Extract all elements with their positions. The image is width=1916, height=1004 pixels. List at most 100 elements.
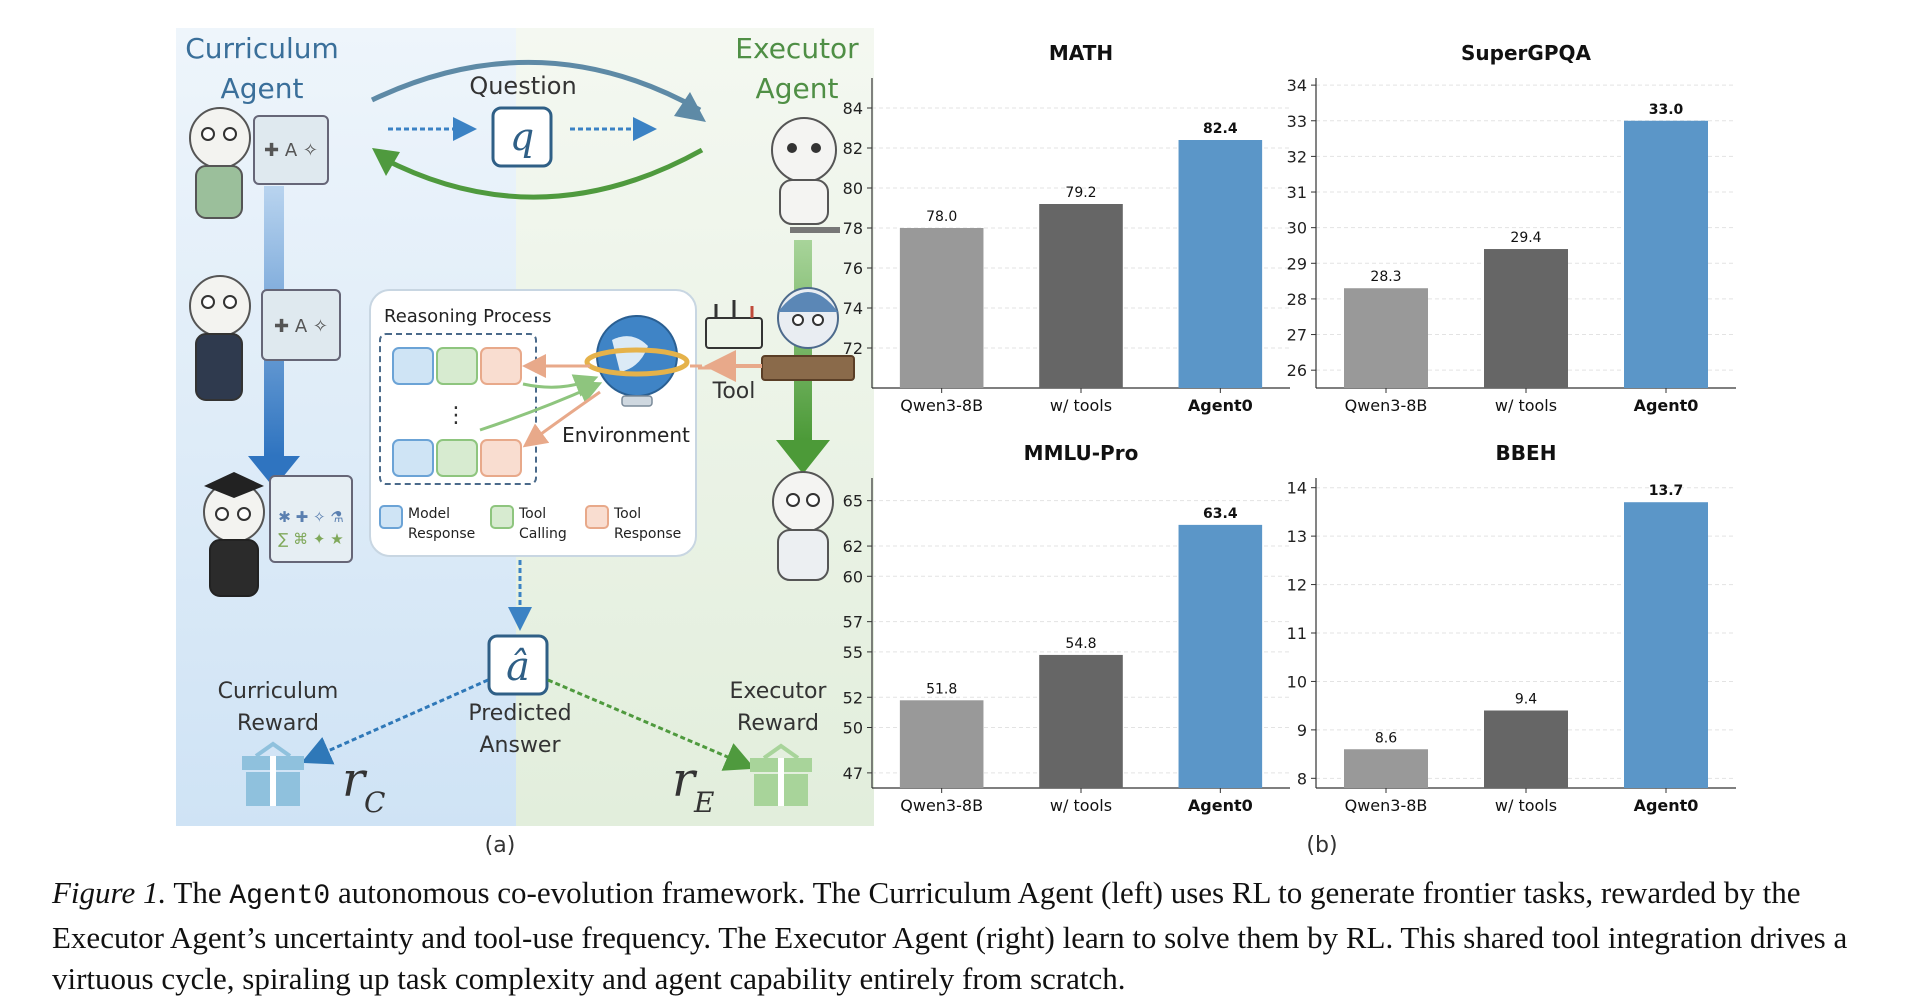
reasoning-legend: Model Response Tool Calling Tool Respons… <box>379 505 681 542</box>
curriculum-agent-title-line2: Agent <box>221 72 304 105</box>
x-tick-label: Qwen3-8B <box>1345 396 1428 415</box>
environment-label: Environment <box>562 423 690 447</box>
y-tick-label: 74 <box>843 299 863 318</box>
y-tick-label: 60 <box>843 567 863 586</box>
y-tick-label: 14 <box>1287 479 1307 498</box>
x-tick-label: w/ tools <box>1495 396 1557 415</box>
curriculum-bear-professor: ✱ ✚ ✧ ⚗ ∑ ⌘ ✦ ★ <box>203 472 353 597</box>
bar <box>899 700 984 788</box>
y-tick-label: 55 <box>843 643 863 662</box>
x-tick-label: w/ tools <box>1050 796 1112 815</box>
globe-icon <box>584 315 690 407</box>
bar-value-label: 33.0 <box>1649 102 1684 118</box>
executor-bear-mid <box>761 287 855 381</box>
y-tick-label: 32 <box>1287 147 1307 166</box>
bar <box>1178 524 1263 788</box>
caption-code: Agent0 <box>229 881 331 912</box>
y-tick-label: 10 <box>1287 672 1307 691</box>
bar-value-label: 79.2 <box>1065 185 1096 201</box>
chart-supergpqa: SuperGPQA26272829303132333428.3Qwen3-8B2… <box>1287 41 1736 415</box>
question-arc-top-head <box>674 92 706 122</box>
svg-text:∑ ⌘ ✦ ★: ∑ ⌘ ✦ ★ <box>278 530 343 548</box>
curriculum-reward-label: Curriculum <box>218 679 339 704</box>
y-tick-label: 33 <box>1287 112 1307 131</box>
bar-value-label: 28.3 <box>1370 269 1401 285</box>
y-tick-label: 78 <box>843 219 863 238</box>
bar <box>899 228 984 388</box>
executor-bear-astronaut <box>772 471 834 581</box>
y-tick-label: 57 <box>843 613 863 632</box>
reward-arrow-executor <box>547 678 756 771</box>
y-tick-label: 9 <box>1297 721 1307 740</box>
bar <box>1484 249 1568 388</box>
bar <box>1624 120 1708 389</box>
executor-gift-icon <box>750 743 812 806</box>
question-box <box>491 106 553 168</box>
executor-agent-title: Executor <box>735 32 859 65</box>
env-arrow-response-bottom <box>522 390 601 448</box>
svg-text:⋮: ⋮ <box>445 403 467 428</box>
y-tick-label: 26 <box>1287 361 1307 380</box>
bar <box>1624 502 1708 788</box>
y-tick-label: 76 <box>843 259 863 278</box>
svg-text:Response: Response <box>408 526 475 542</box>
reward-arrow-curriculum <box>301 678 489 765</box>
predicted-answer-label: Predicted <box>468 701 571 726</box>
curriculum-progress-arrowhead <box>248 456 300 488</box>
question-label: Question <box>469 72 576 100</box>
y-tick-label: 47 <box>843 764 863 783</box>
bar <box>1039 654 1123 788</box>
svg-text:Model: Model <box>408 506 450 522</box>
svg-text:Calling: Calling <box>519 526 567 542</box>
executor-reward-label: Executor <box>730 679 828 704</box>
question-arc-bottom-head <box>372 148 400 176</box>
question-symbol: q <box>510 115 534 159</box>
y-tick-label: 72 <box>843 339 863 358</box>
curriculum-bear-teacher: ✚ A ✧ <box>189 275 341 401</box>
y-tick-label: 52 <box>843 688 863 707</box>
x-tick-label: w/ tools <box>1050 396 1112 415</box>
figure-caption: Figure 1. The Agent0 autonomous co-evolu… <box>52 872 1882 999</box>
svg-text:Tool: Tool <box>518 506 546 522</box>
x-tick-label: Qwen3-8B <box>1345 796 1428 815</box>
curriculum-bear-student: ✚ A ✧ <box>189 107 329 219</box>
bar <box>1344 288 1428 388</box>
bar-value-label: 51.8 <box>926 681 957 697</box>
predicted-answer-label-line2: Answer <box>479 733 561 758</box>
y-tick-label: 27 <box>1287 326 1307 345</box>
svg-text:Response: Response <box>614 526 681 542</box>
y-tick-label: 8 <box>1297 769 1307 788</box>
svg-text:Tool: Tool <box>613 506 641 522</box>
svg-text:✚ A ✧: ✚ A ✧ <box>274 316 328 337</box>
x-tick-label: Agent0 <box>1188 396 1253 415</box>
bar-value-label: 78.0 <box>926 209 957 225</box>
bar-value-label: 54.8 <box>1065 636 1096 652</box>
chart-mmlu-pro: MMLU-Pro475052555760626551.8Qwen3-8B54.8… <box>843 441 1290 815</box>
panel-a-label: (a) <box>485 833 516 858</box>
bar <box>1039 204 1123 388</box>
question-arc-top <box>370 59 702 113</box>
x-tick-label: w/ tools <box>1495 796 1557 815</box>
y-tick-label: 80 <box>843 179 863 198</box>
tool-label: Tool <box>712 379 756 404</box>
y-tick-label: 84 <box>843 99 863 118</box>
bar <box>1344 749 1428 788</box>
r-c-symbol: r <box>342 752 368 808</box>
reasoning-title: Reasoning Process <box>384 306 551 327</box>
y-tick-label: 31 <box>1287 183 1307 202</box>
executor-progress-arrowhead <box>776 440 830 474</box>
y-tick-label: 28 <box>1287 290 1307 309</box>
y-tick-label: 12 <box>1287 576 1307 595</box>
chart-title: MMLU-Pro <box>1024 441 1139 465</box>
bar-value-label: 13.7 <box>1649 483 1684 499</box>
y-tick-label: 62 <box>843 537 863 556</box>
curriculum-agent-title: Curriculum <box>185 32 339 65</box>
panel-b-label: (b) <box>1306 833 1337 858</box>
x-tick-label: Qwen3-8B <box>900 396 983 415</box>
bar-value-label: 29.4 <box>1510 230 1541 246</box>
executor-bear-top <box>771 117 837 225</box>
svg-text:✚ A ✧: ✚ A ✧ <box>264 140 318 161</box>
bar-value-label: 82.4 <box>1203 121 1238 137</box>
